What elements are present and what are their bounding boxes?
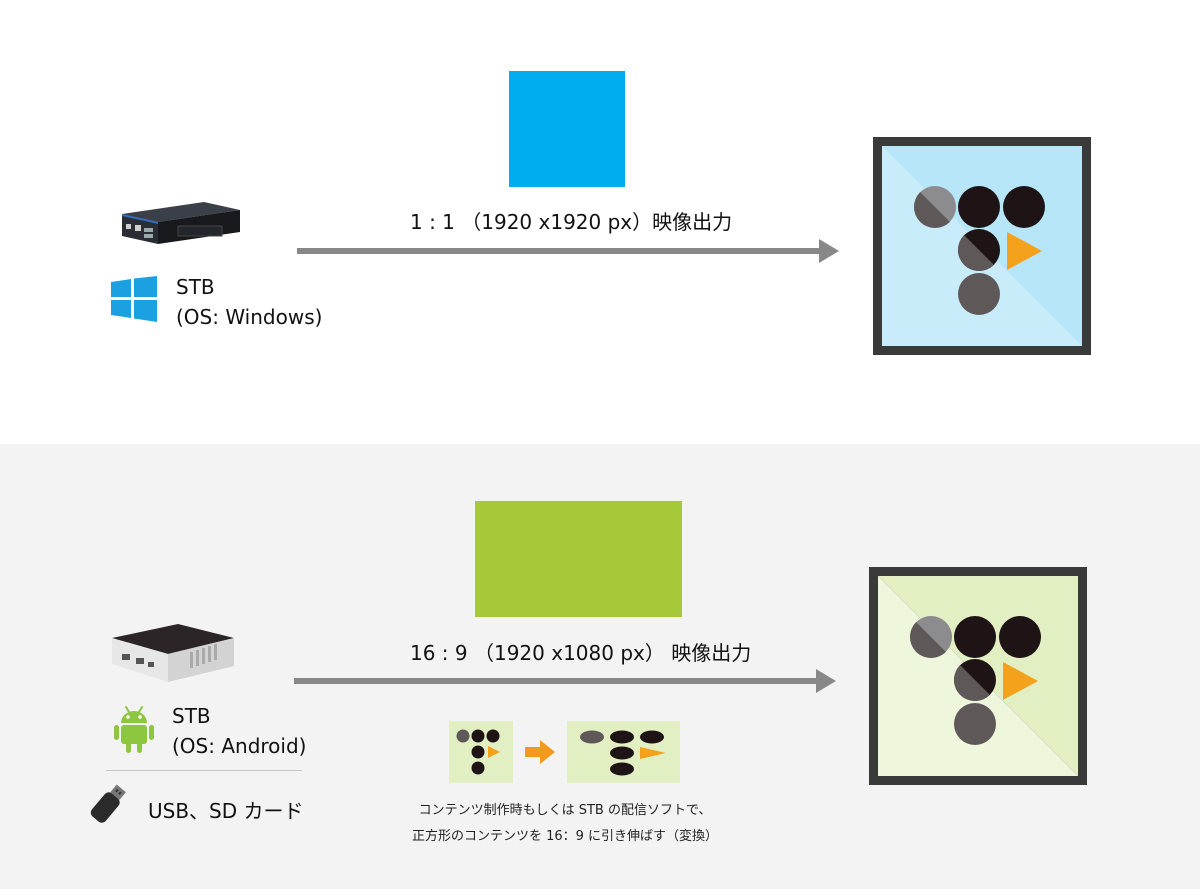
logo-dot: [958, 273, 1000, 315]
thumbnail-square-content: [449, 721, 513, 783]
android-robot-icon: [114, 706, 154, 753]
stb-label-line2: (OS: Android): [172, 734, 307, 758]
square-display-top: [873, 137, 1091, 355]
logo-dot: [999, 616, 1041, 658]
logo-dot: [1003, 186, 1045, 228]
usb-sd-label: USB、SD カード: [148, 799, 304, 823]
android-box-icon: [112, 624, 234, 682]
stb-label-windows: STB (OS: Windows): [176, 272, 322, 332]
aspect-rect-16-9: [475, 501, 682, 617]
logo-dot: [954, 703, 996, 745]
note-line1: コンテンツ制作時もしくは STB の配信ソフトで、: [418, 803, 712, 818]
stb-label-android: STB (OS: Android): [172, 701, 306, 761]
output-label-bottom: 16 : 9 （1920 x1080 px） 映像出力: [410, 641, 752, 665]
aspect-square-1-1: [509, 71, 625, 187]
logo-dot: [954, 616, 996, 658]
arrow-right-icon: [294, 669, 836, 693]
mini-pc-icon: [122, 202, 240, 244]
play-triangle: [1007, 232, 1042, 270]
play-triangle: [1003, 662, 1038, 700]
output-label-top: 1 : 1 （1920 x1920 px）映像出力: [410, 210, 733, 234]
thumbnail-stretched-content: [567, 721, 680, 783]
windows-logo-icon: [111, 276, 157, 322]
stb-label-line1: STB: [172, 704, 211, 728]
conversion-note: コンテンツ制作時もしくは STB の配信ソフトで、 正方形のコンテンツを 16：…: [380, 798, 750, 850]
arrow-right-icon: [297, 239, 839, 263]
stb-label-line1: STB: [176, 275, 215, 299]
square-display-bottom: [869, 567, 1087, 785]
logo-dot: [958, 186, 1000, 228]
usb-stick-icon: [90, 784, 126, 823]
divider: [106, 770, 302, 771]
convert-arrow-icon: [525, 740, 555, 764]
stb-label-line2: (OS: Windows): [176, 305, 323, 329]
note-line2: 正方形のコンテンツを 16：9 に引き伸ばす（変換）: [411, 829, 719, 844]
